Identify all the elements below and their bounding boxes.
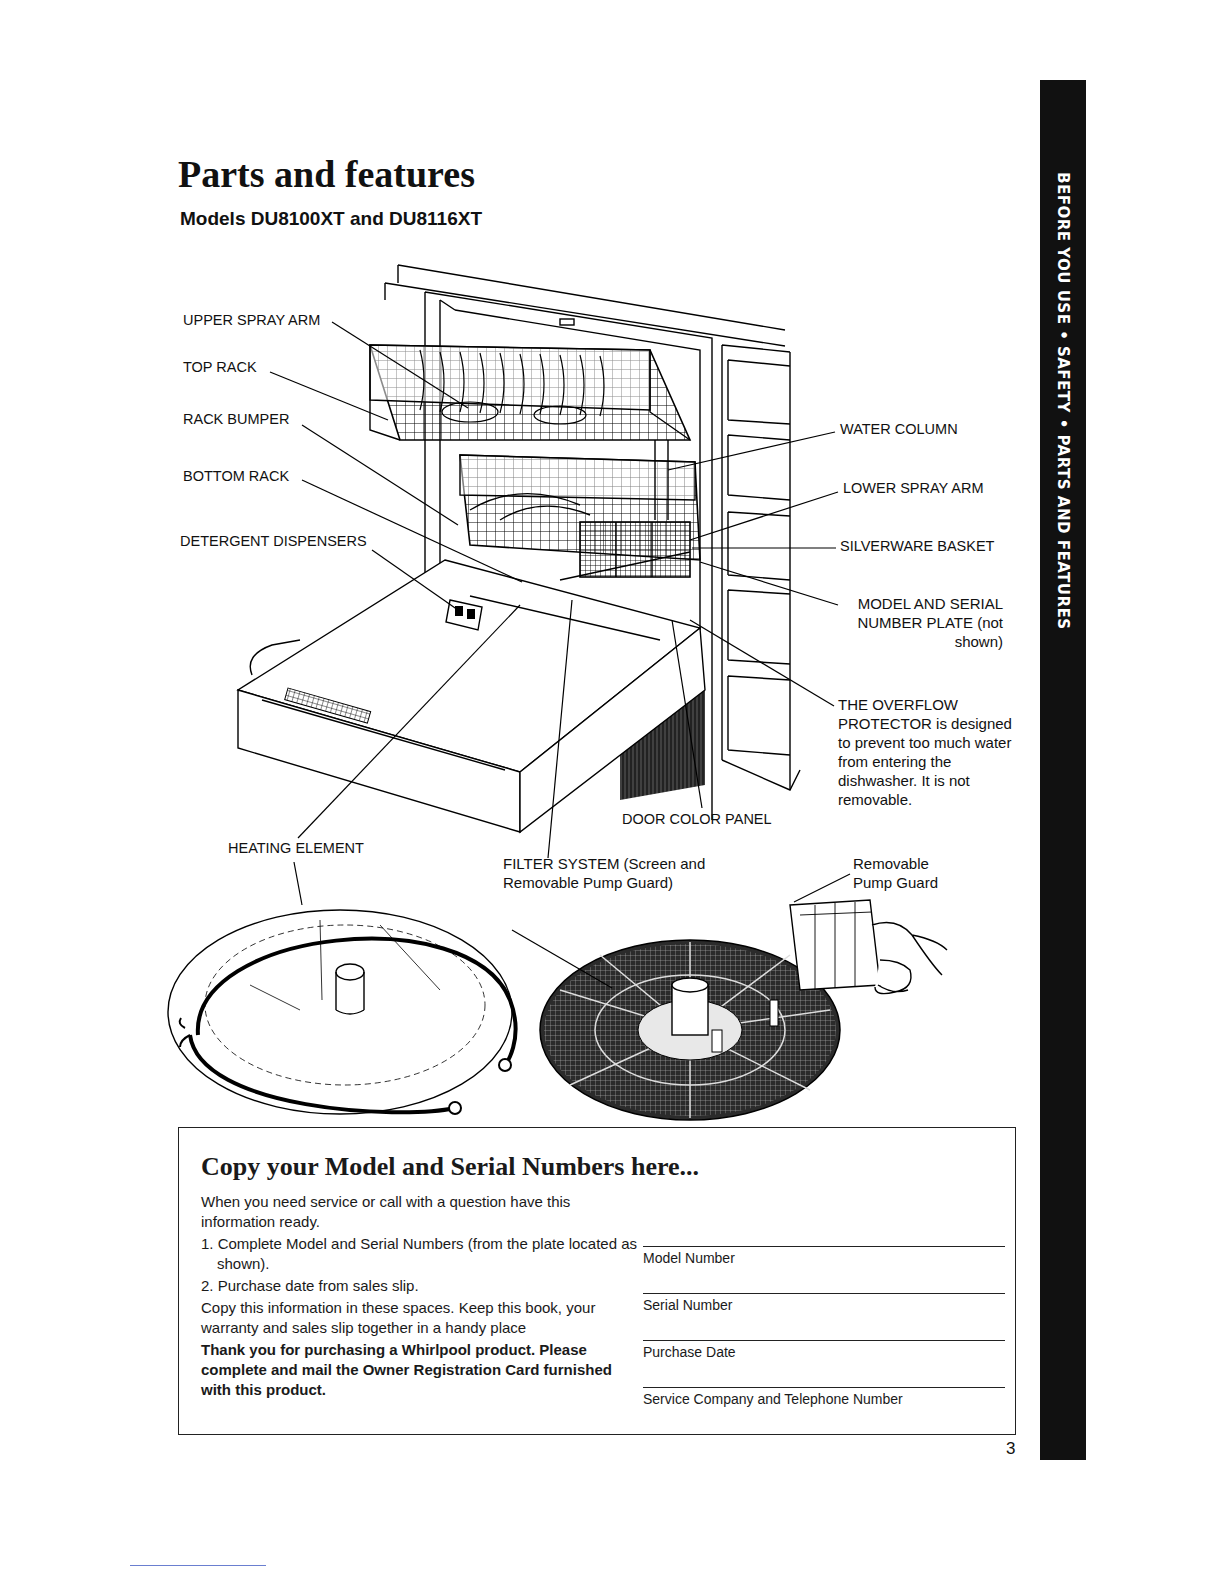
part-name: SILVERWARE BASKET <box>840 538 994 555</box>
instruction-text: Copy this information in these spaces. K… <box>201 1298 641 1338</box>
page-title: Parts and features <box>178 152 475 196</box>
instruction-text: Thank you for purchasing a Whirlpool pro… <box>201 1340 641 1400</box>
leader-lines <box>270 322 850 988</box>
instruction-text: When you need service or call with a que… <box>201 1192 641 1232</box>
part-name: LOWER SPRAY ARM <box>843 480 983 497</box>
instruction-text: 1. Complete Model and Serial Numbers (fr… <box>201 1234 641 1274</box>
box-heading: Copy your Model and Serial Numbers here.… <box>201 1152 699 1182</box>
tab-text: BEFORE YOU USE • SAFETY • PARTS AND FEAT… <box>1040 172 1086 630</box>
form-field: Purchase Date <box>643 1340 1005 1361</box>
registration-box: When you need service or call with a que… <box>178 1127 1016 1435</box>
part-name: UPPER SPRAY ARM <box>183 312 320 329</box>
part-name: WATER COLUMN <box>840 421 958 438</box>
subtitle: Models DU8100XT and DU8116XT <box>180 208 482 230</box>
part-name: TOP RACK <box>183 359 257 376</box>
part-name: Removable Pump Guard <box>853 854 968 892</box>
text-column: When you need service or call with a que… <box>201 1192 641 1402</box>
part-note: THE OVERFLOW PROTECTOR is designed to pr… <box>838 695 1024 809</box>
part-name: DOOR COLOR PANEL <box>622 811 772 828</box>
part-name: MODEL AND SERIAL NUMBER PLATE (not shown… <box>843 594 1003 651</box>
form-field: Serial Number <box>643 1293 1005 1314</box>
heating-element-drawing <box>168 910 516 1114</box>
side-tab-band: BEFORE YOU USE • SAFETY • PARTS AND FEAT… <box>1040 80 1086 1460</box>
filter-drawing <box>540 900 947 1120</box>
part-name: RACK BUMPER <box>183 411 289 428</box>
form-field: Service Company and Telephone Number <box>643 1387 1005 1408</box>
form-field: Model Number <box>643 1246 1005 1267</box>
part-name: FILTER SYSTEM (Screen and Removable Pump… <box>503 854 725 892</box>
part-name: DETERGENT DISPENSERS <box>180 533 367 550</box>
page-number: 3 <box>1006 1440 1015 1457</box>
page-rule <box>130 1565 266 1566</box>
part-name: BOTTOM RACK <box>183 468 289 485</box>
instruction-text: 2. Purchase date from sales slip. <box>201 1276 641 1296</box>
part-name: HEATING ELEMENT <box>228 840 364 857</box>
